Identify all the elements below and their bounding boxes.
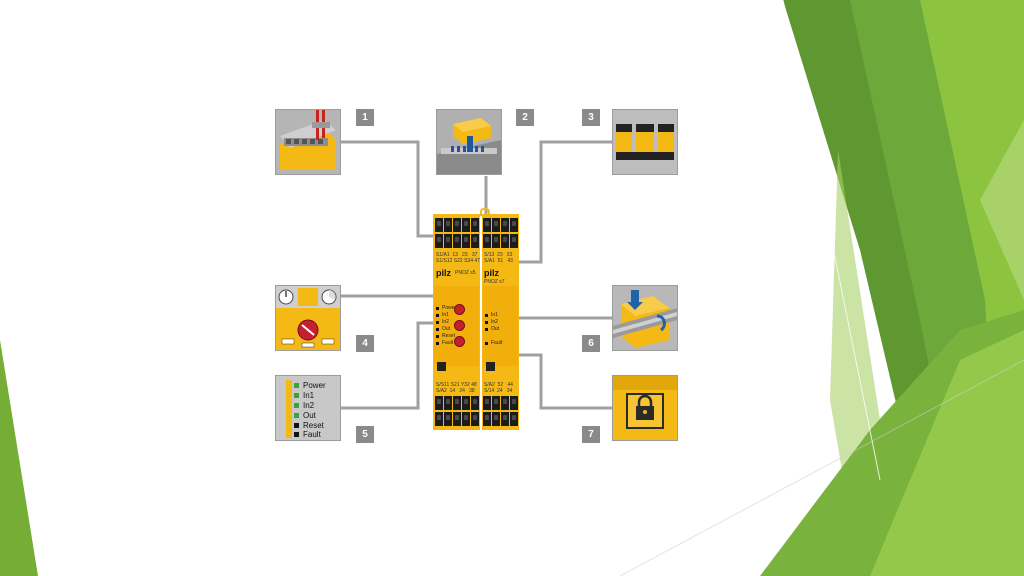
legend-row-in2: In2: [294, 401, 314, 410]
led-in2: In2: [485, 319, 498, 325]
model-label: PNOZ s7: [484, 279, 505, 285]
led-out: Out: [485, 326, 499, 332]
callout-number-5: 5: [356, 426, 374, 443]
top-terminal-row-lower: [435, 234, 479, 248]
callout-number-6: 6: [582, 335, 600, 352]
module-pnoz-s5: S1/A1 13 23 37 S1/S12 S22 S34 47 pilz PN…: [433, 214, 480, 430]
thumbnail-din-rail-mount: [612, 285, 678, 351]
legend-row-reset: Reset: [294, 421, 324, 430]
led-label: Fault: [491, 340, 503, 346]
led-in1: In1: [436, 312, 449, 318]
rotary-selector-icon: [276, 286, 340, 350]
callout-number-7: 7: [582, 426, 600, 443]
led-label: In1: [491, 312, 498, 318]
top-terminal-labels: S1/A1 13 23 37 S1/S12 S22 S34 47: [436, 252, 480, 264]
front-panel: [483, 286, 518, 366]
led-in1-indicator: [294, 393, 299, 398]
bottom-terminal-row-upper: [435, 396, 479, 410]
led-fault-indicator: [294, 432, 299, 437]
led-fault: Fault: [436, 340, 453, 346]
led-fault: Fault: [485, 340, 502, 346]
legend-row-in1: In1: [294, 391, 314, 400]
rotary-knob-2[interactable]: [454, 320, 465, 331]
led-reset: Reset: [436, 333, 455, 339]
led-out-indicator: [294, 413, 299, 418]
thumbnail-lock-cover: [612, 375, 678, 441]
led-label: In1: [442, 312, 449, 318]
rotary-knob-3[interactable]: [454, 336, 465, 347]
led-power: Power: [436, 305, 456, 311]
pilz-logo: pilz: [484, 268, 499, 278]
top-terminal-row-upper: [435, 218, 479, 232]
bottom-terminal-row-upper: [483, 396, 518, 410]
legend-row-out: Out: [294, 411, 316, 420]
legend-panel: [286, 380, 292, 438]
thumbnail-modular-expansion: [612, 109, 678, 175]
top-terminal-row-lower: [483, 234, 518, 248]
legend-label: Out: [303, 411, 316, 420]
legend-label: Fault: [303, 430, 321, 439]
led-reset-indicator: [294, 423, 299, 428]
model-label: PNOZ s5: [455, 270, 476, 276]
right-green-shapes: [619, 0, 1024, 576]
legend-label: In1: [303, 391, 315, 400]
pilz-logo: pilz: [436, 268, 451, 278]
left-green-wedge: [0, 340, 38, 576]
bottom-terminal-labels: S/A2 52 44 S/14 24 34: [484, 382, 513, 394]
callout-number-2: 2: [516, 109, 534, 126]
module-pnoz-s7: S/13 23 33 S/A1 51 43 pilz PNOZ s7 In1 I…: [482, 214, 519, 430]
thumbnail-plug-in: [436, 109, 502, 175]
legend-label: Reset: [303, 421, 324, 430]
thumbnail-led-status: Power In1 In2 Out Reset Fault: [275, 375, 341, 441]
led-power-indicator: [294, 383, 299, 388]
plug-in-connector-icon: [437, 110, 501, 174]
legend-label: In2: [303, 401, 315, 410]
expansion-modules-icon: [613, 110, 677, 174]
led-label: Fault: [442, 340, 454, 346]
top-terminal-labels: S/13 23 33 S/A1 51 43: [484, 252, 513, 264]
safety-relay-device: S1/A1 13 23 37 S1/S12 S22 S34 47 pilz PN…: [433, 208, 519, 430]
legend-label: Power: [303, 381, 326, 390]
led-label: Power: [442, 305, 457, 311]
led-label: Reset: [442, 333, 456, 339]
din-rail-mount-icon: [613, 286, 677, 350]
callout-number-1: 1: [356, 109, 374, 126]
terminal-wiring-icon: [276, 110, 340, 174]
thumbnail-terminal-wiring: [275, 109, 341, 175]
rotary-knob-1[interactable]: [454, 304, 465, 315]
led-label: Out: [442, 326, 451, 332]
callout-number-3: 3: [582, 109, 600, 126]
led-in2-indicator: [294, 403, 299, 408]
thumbnail-rotary-switch: [275, 285, 341, 351]
led-label: In2: [491, 319, 498, 325]
top-hook: [480, 208, 490, 216]
led-label: In2: [442, 319, 449, 325]
qr-code: [486, 362, 495, 371]
padlock-icon: [613, 376, 677, 440]
led-out: Out: [436, 326, 450, 332]
led-in2: In2: [436, 319, 449, 325]
bottom-terminal-labels: S/S11 S21 Y32 48 S/A2 14 24 38: [436, 382, 477, 394]
bottom-terminal-row-lower: [483, 412, 518, 426]
legend-row-power: Power: [294, 381, 326, 390]
top-terminal-row-upper: [483, 218, 518, 232]
callout-number-4: 4: [356, 335, 374, 352]
led-in1: In1: [485, 312, 498, 318]
led-label: Out: [491, 326, 500, 332]
legend-row-fault: Fault: [294, 430, 321, 439]
bottom-terminal-row-lower: [435, 412, 479, 426]
qr-code: [437, 362, 446, 371]
